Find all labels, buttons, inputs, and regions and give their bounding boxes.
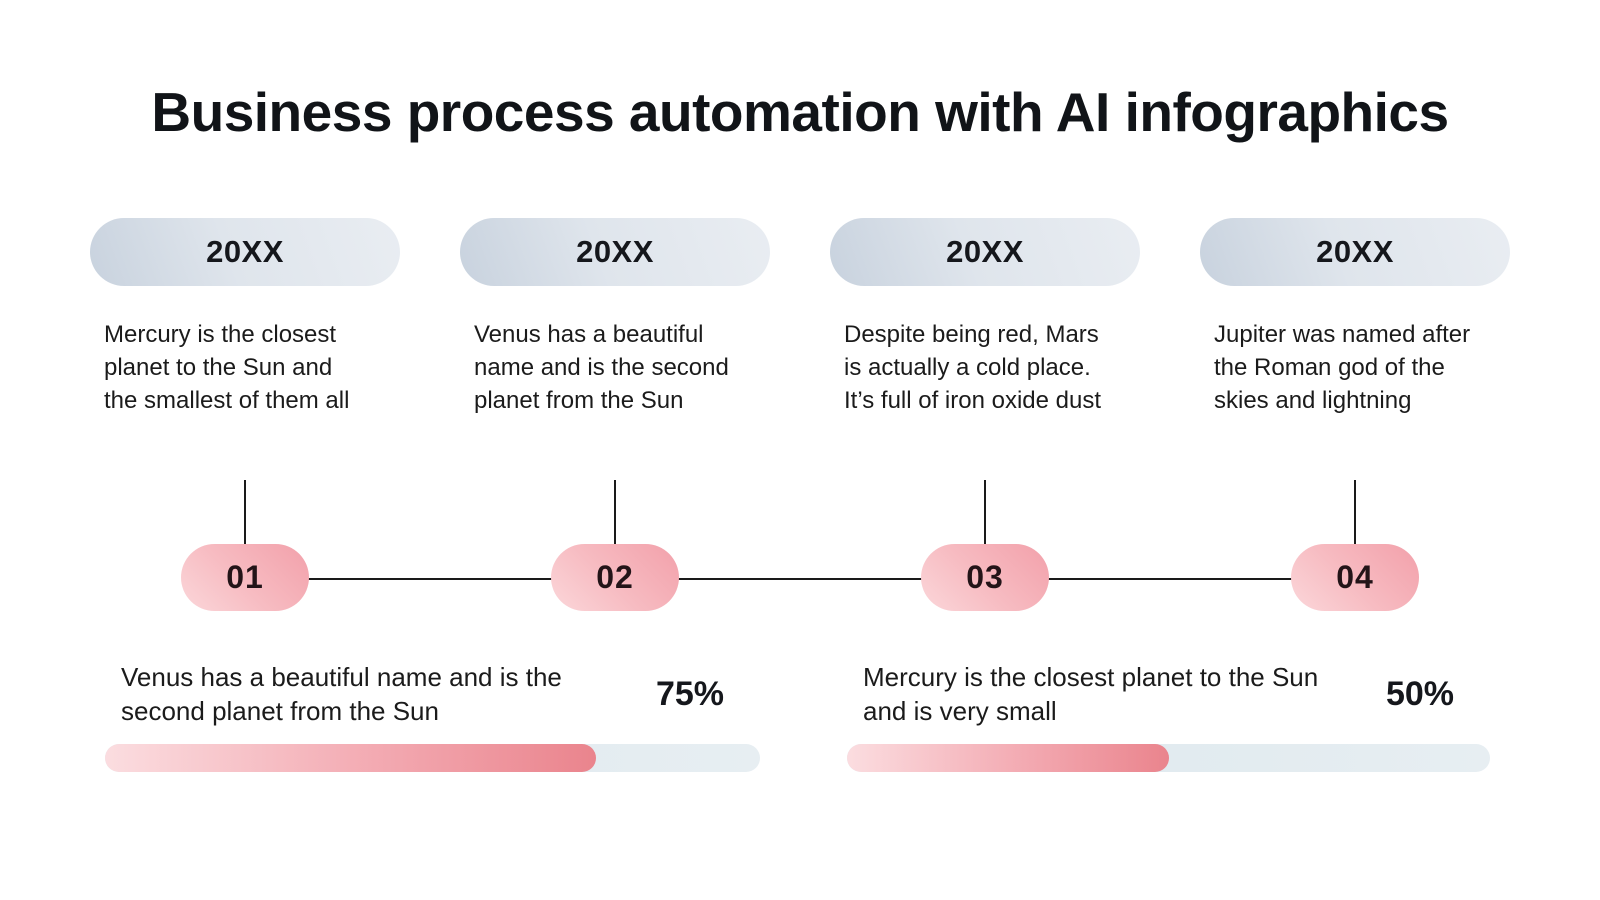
progress-block-2: Mercury is the closest planet to the Sun… — [847, 660, 1490, 772]
year-badge-1: 20XX — [90, 218, 400, 286]
connector-line-3 — [984, 480, 986, 546]
step-column-2: 20XX Venus has a beautiful name and is t… — [460, 218, 770, 417]
progress-label-2: Mercury is the closest planet to the Sun… — [863, 662, 1319, 726]
connector-line-4 — [1354, 480, 1356, 546]
year-badge-4: 20XX — [1200, 218, 1510, 286]
step-column-1: 20XX Mercury is the closest planet to th… — [90, 218, 400, 417]
progress-label-1: Venus has a beautiful name and is the se… — [121, 662, 562, 726]
step-description-1: Mercury is the closest planet to the Sun… — [104, 321, 350, 414]
step-column-4: 20XX Jupiter was named after the Roman g… — [1200, 218, 1510, 417]
timeline-node-4: 04 — [1291, 544, 1419, 611]
progress-fill-1 — [105, 744, 597, 772]
connector-line-2 — [614, 480, 616, 546]
page-title: Business process automation with AI info… — [151, 81, 1449, 143]
timeline-horizontal-line — [245, 578, 1355, 580]
progress-block-1: Venus has a beautiful name and is the se… — [105, 660, 760, 772]
step-column-3: 20XX Despite being red, Mars is actually… — [830, 218, 1140, 417]
timeline-node-2: 02 — [551, 544, 679, 611]
progress-header-1: Venus has a beautiful name and is the se… — [105, 660, 760, 728]
timeline: 01 02 03 04 — [0, 480, 1600, 615]
step-description-4: Jupiter was named after the Roman god of… — [1214, 321, 1471, 414]
connector-line-1 — [244, 480, 246, 546]
step-description-2: Venus has a beautiful name and is the se… — [474, 321, 729, 414]
step-description-3: Despite being red, Mars is actually a co… — [844, 321, 1102, 414]
year-badge-2: 20XX — [460, 218, 770, 286]
progress-percent-1: 75% — [655, 674, 724, 713]
progress-track-1 — [105, 744, 760, 772]
timeline-node-3: 03 — [921, 544, 1049, 611]
progress-fill-2 — [847, 744, 1169, 772]
progress-track-2 — [847, 744, 1490, 772]
year-badge-3: 20XX — [830, 218, 1140, 286]
timeline-node-1: 01 — [181, 544, 309, 611]
progress-header-2: Mercury is the closest planet to the Sun… — [847, 660, 1490, 728]
progress-percent-2: 50% — [1385, 674, 1454, 713]
steps-row: 20XX Mercury is the closest planet to th… — [90, 218, 1510, 417]
